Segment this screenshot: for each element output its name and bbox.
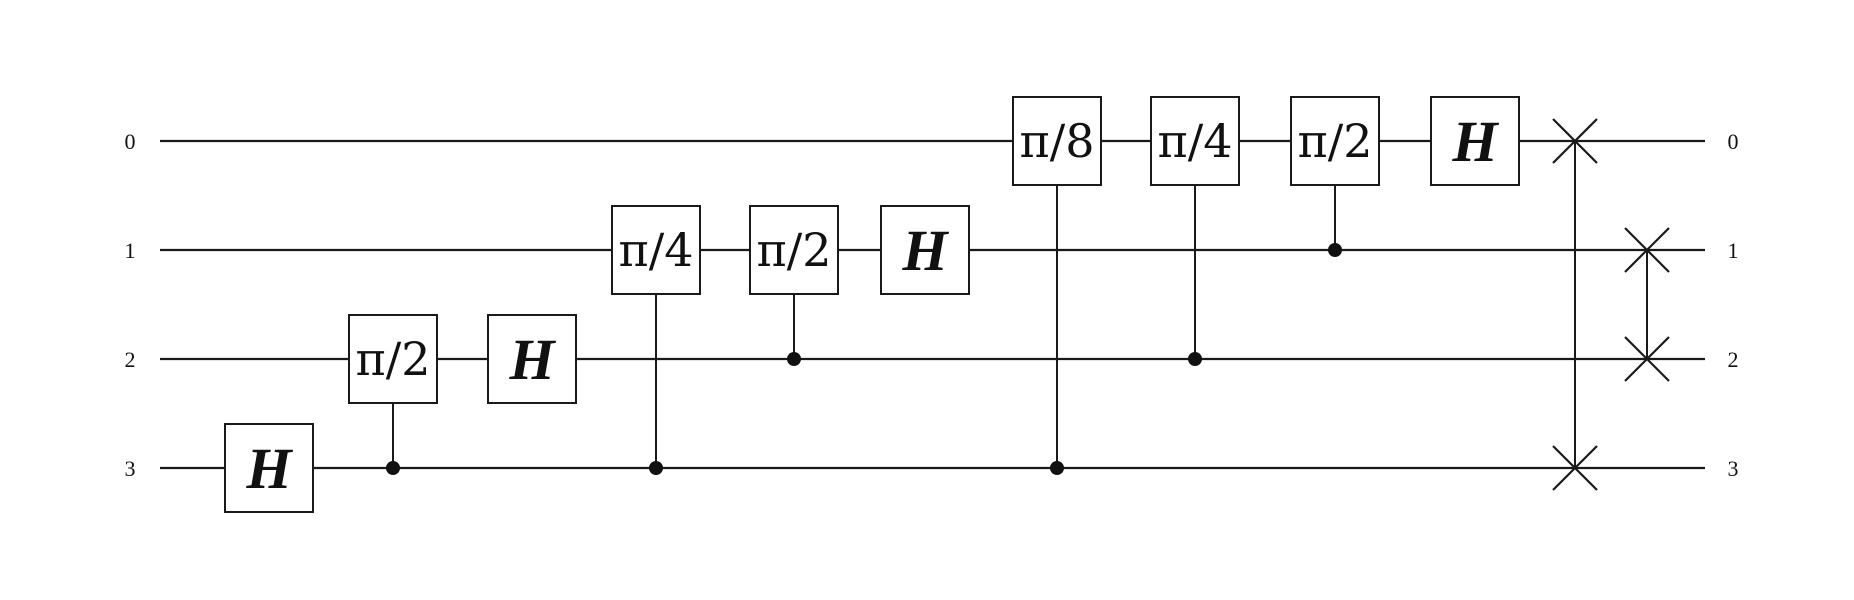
left-qubit-label: 2 <box>125 347 136 372</box>
gate-label: H <box>901 218 949 283</box>
left-qubit-label: 1 <box>125 238 136 263</box>
control-dot <box>649 461 663 475</box>
gate-box <box>348 314 438 404</box>
gate-box <box>611 205 701 295</box>
swap-cross-icon <box>1552 445 1598 491</box>
swap-cross-icon <box>1552 118 1598 164</box>
control-dot <box>386 461 400 475</box>
control-dot <box>787 352 801 366</box>
right-qubit-label: 0 <box>1728 129 1739 154</box>
gate-label: π/2 <box>356 332 431 386</box>
gate-box <box>880 205 970 295</box>
gate-label: π/2 <box>1298 114 1373 168</box>
gate-label: π/4 <box>1158 114 1233 168</box>
gate-label: π/4 <box>619 223 694 277</box>
phase-gate: π/2 <box>749 205 839 295</box>
gate-box <box>1430 96 1520 186</box>
labels-layer: 0 0 1 1 2 2 3 3 <box>125 129 1739 481</box>
gate-box <box>224 423 314 513</box>
hadamard-gate: H <box>880 205 970 295</box>
phase-gate: π/2 <box>348 314 438 404</box>
gate-box <box>1150 96 1240 186</box>
control-dot <box>1050 461 1064 475</box>
phase-gate: π/8 <box>1012 96 1102 186</box>
swap-cross-icon <box>1624 336 1670 382</box>
right-qubit-label: 2 <box>1728 347 1739 372</box>
gate-label: π/2 <box>757 223 832 277</box>
hadamard-gate: H <box>487 314 577 404</box>
gate-box <box>487 314 577 404</box>
gate-label: H <box>1451 109 1499 174</box>
gate-box <box>1012 96 1102 186</box>
right-qubit-label: 3 <box>1728 456 1739 481</box>
gate-label: H <box>508 327 556 392</box>
left-qubit-label: 3 <box>125 456 136 481</box>
gate-label: H <box>245 436 293 501</box>
phase-gate: π/4 <box>611 205 701 295</box>
swap-cross-icon <box>1624 227 1670 273</box>
gate-label: π/8 <box>1020 114 1095 168</box>
phase-gate: π/4 <box>1150 96 1240 186</box>
control-dot <box>1328 243 1342 257</box>
control-dot <box>1188 352 1202 366</box>
right-qubit-label: 1 <box>1728 238 1739 263</box>
phase-gate: π/2 <box>1290 96 1380 186</box>
left-qubit-label: 0 <box>125 129 136 154</box>
gate-box <box>749 205 839 295</box>
wires-layer <box>160 139 1705 470</box>
hadamard-gate: H <box>224 423 314 513</box>
controls-layer <box>386 141 1648 475</box>
gate-box <box>1290 96 1380 186</box>
hadamard-gate: H <box>1430 96 1520 186</box>
